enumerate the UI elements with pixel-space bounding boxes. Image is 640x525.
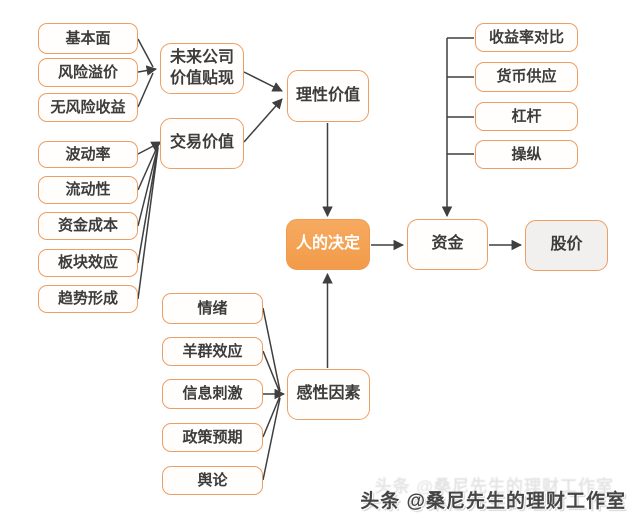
node-emotion: 情绪 — [162, 293, 263, 324]
edge-policy-to-emotional — [262, 395, 281, 438]
edge-discount-to-rational — [243, 71, 283, 92]
node-future-company-value-discount: 未来公司 价值贴现 — [160, 43, 244, 94]
node-information-stimulus: 信息刺激 — [162, 379, 263, 409]
node-yield-comparison: 收益率对比 — [475, 23, 578, 52]
node-sector-effect: 板块效应 — [38, 249, 138, 277]
edge-herd-to-emotional — [262, 350, 281, 394]
node-capital: 资金 — [407, 219, 488, 270]
node-trend-formation: 趋势形成 — [38, 285, 138, 313]
node-risk-free-return: 无风险收益 — [38, 93, 138, 122]
node-human-decision: 人的决定 — [286, 219, 370, 270]
edge-emotion-to-emotional — [262, 307, 281, 392]
edge-risk-free-to-discount — [137, 72, 154, 108]
edge-fundamentals-to-discount — [137, 38, 154, 68]
node-trading-value: 交易价值 — [160, 118, 244, 169]
node-volatility: 波动率 — [38, 141, 138, 168]
node-emotional-factors: 感性因素 — [287, 369, 370, 420]
edge-capital-cost-to-trading — [137, 145, 159, 227]
node-risk-premium: 风险溢价 — [38, 58, 138, 87]
node-liquidity: 流动性 — [38, 176, 138, 204]
node-herd-effect: 羊群效应 — [162, 337, 263, 366]
node-public-opinion: 舆论 — [162, 466, 263, 495]
edge-volatility-to-trading — [137, 141, 162, 155]
watermark: 头条 @桑尼先生的理财工作室 — [360, 491, 626, 512]
node-fundamentals: 基本面 — [38, 23, 138, 54]
node-capital-cost: 资金成本 — [38, 212, 138, 240]
node-rational-value: 理性价值 — [287, 70, 369, 122]
node-stock-price: 股价 — [525, 220, 608, 271]
node-policy-expectation: 政策预期 — [162, 423, 263, 452]
edge-trading-to-rational — [243, 98, 283, 143]
node-leverage: 杠杆 — [475, 102, 578, 131]
watermark-ghost: 头条 @桑尼先生的理财工作室 — [374, 477, 614, 496]
edge-trend-to-trading — [137, 147, 159, 300]
node-manipulation: 操纵 — [475, 140, 578, 169]
edge-risk-premium-to-discount — [137, 65, 158, 76]
edge-opinion-to-emotional — [262, 397, 281, 481]
node-money-supply: 货币供应 — [475, 62, 578, 92]
edge-liquidity-to-trading — [137, 144, 159, 191]
edge-sector-effect-to-trading — [137, 146, 159, 264]
